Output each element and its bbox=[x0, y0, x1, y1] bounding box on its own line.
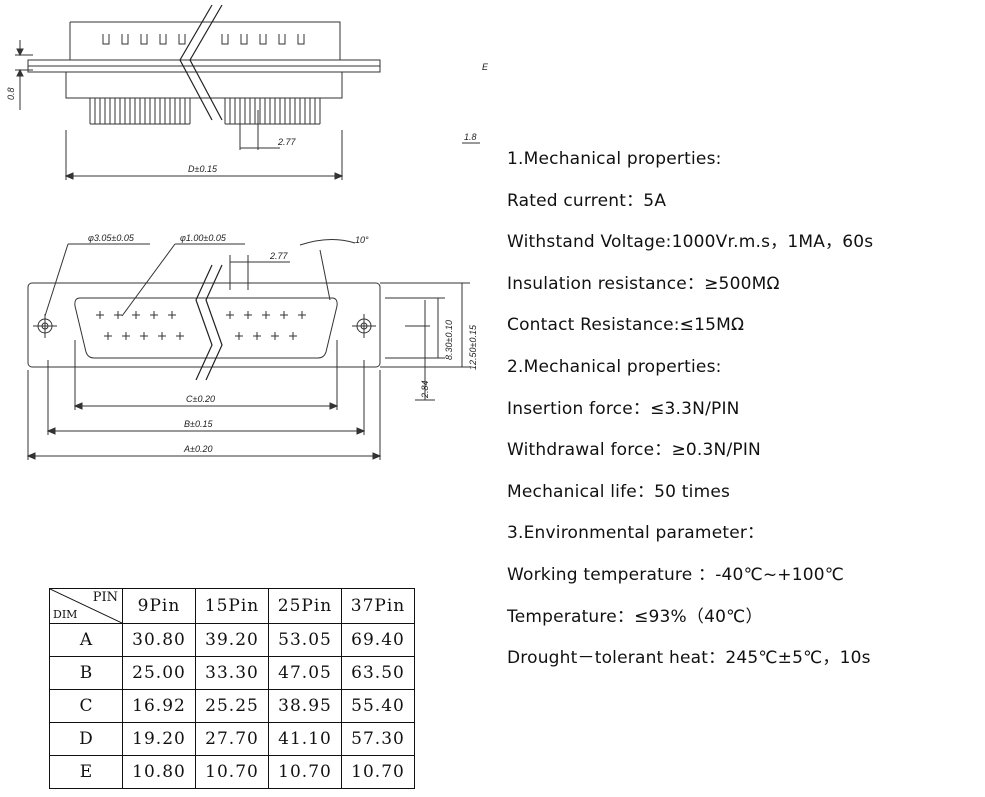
table-row: D 19.20 27.70 41.10 57.30 bbox=[49, 722, 415, 756]
dimension-table: PIN DIM 9Pin 15Pin 25Pin 37Pin A 30.80 3… bbox=[49, 588, 415, 789]
side-view bbox=[15, 4, 480, 180]
corner-diagonal-icon bbox=[50, 589, 122, 623]
spec-heading-2: 2.Mechanical properties: bbox=[507, 356, 722, 377]
table-cell: 39.20 bbox=[195, 623, 269, 657]
spec-mechanical-life: Mechanical life：50 times bbox=[507, 481, 731, 502]
table-cell: 33.30 bbox=[195, 656, 269, 690]
spec-contact-resistance: Contact Resistance:≤15MΩ bbox=[507, 315, 745, 336]
table-cell: 10.70 bbox=[341, 755, 415, 789]
table-row-label: A bbox=[49, 623, 123, 657]
dim-d-label: D±0.15 bbox=[188, 164, 218, 174]
table-cell: 47.05 bbox=[268, 656, 342, 690]
dim-277-side-label: 2.77 bbox=[277, 137, 297, 147]
table-row: A 30.80 39.20 53.05 69.40 bbox=[49, 623, 415, 657]
table-cell: 69.40 bbox=[341, 623, 415, 657]
table-cell: 10.70 bbox=[195, 755, 269, 789]
spec-drought-tolerant-heat: Drought－tolerant heat：245℃±5℃，10s bbox=[507, 648, 871, 669]
spec-temperature: Temperature：≤93%（40℃） bbox=[507, 606, 763, 627]
dim-a-label: A±0.20 bbox=[183, 444, 212, 454]
corner-pin-label: PIN bbox=[92, 590, 118, 605]
spec-insertion-force: Insertion force：≤3.3N/PIN bbox=[507, 398, 740, 419]
height-inner-label: 8.30±0.10 bbox=[444, 320, 454, 360]
hole-dia-label: φ3.05±0.05 bbox=[88, 233, 135, 243]
table-header-37pin: 37Pin bbox=[341, 588, 415, 624]
front-view-pins bbox=[96, 311, 306, 340]
angle-label: 10° bbox=[355, 235, 369, 245]
side-view-pins bbox=[89, 98, 321, 125]
table-cell: 53.05 bbox=[268, 623, 342, 657]
table-cell: 30.80 bbox=[122, 623, 196, 657]
table-header-15pin: 15Pin bbox=[195, 588, 269, 624]
table-cell: 25.25 bbox=[195, 689, 269, 723]
table-cell: 19.20 bbox=[122, 722, 196, 756]
spec-insulation-resistance: Insulation resistance：≥500MΩ bbox=[507, 273, 780, 294]
spec-rated-current: Rated current：5A bbox=[507, 190, 667, 211]
table-row-label: D bbox=[49, 722, 123, 756]
pitch-label: 2.77 bbox=[269, 251, 289, 261]
front-view bbox=[26, 239, 470, 460]
table-corner-cell: PIN DIM bbox=[49, 588, 123, 624]
offset-label: 2.84 bbox=[420, 380, 430, 399]
pin-dia-label: φ1.00±0.05 bbox=[180, 233, 227, 243]
corner-dim-label: DIM bbox=[53, 608, 78, 621]
table-cell: 10.80 bbox=[122, 755, 196, 789]
dim-e-label: E bbox=[482, 62, 489, 72]
table-header-row: PIN DIM 9Pin 15Pin 25Pin 37Pin bbox=[49, 588, 415, 624]
table-cell: 27.70 bbox=[195, 722, 269, 756]
side-view-slots bbox=[102, 34, 305, 45]
table-cell: 41.10 bbox=[268, 722, 342, 756]
table-row: C 16.92 25.25 38.95 55.40 bbox=[49, 689, 415, 723]
table-cell: 57.30 bbox=[341, 722, 415, 756]
table-row-label: B bbox=[49, 656, 123, 690]
spec-heading-3: 3.Environmental parameter： bbox=[507, 523, 765, 544]
dim-b-label: B±0.15 bbox=[184, 419, 213, 429]
table-header-25pin: 25Pin bbox=[268, 588, 342, 624]
table-cell: 55.40 bbox=[341, 689, 415, 723]
dim-c-label: C±0.20 bbox=[186, 394, 215, 404]
table-cell: 16.92 bbox=[122, 689, 196, 723]
table-header-9pin: 9Pin bbox=[122, 588, 196, 624]
table-row-label: C bbox=[49, 689, 123, 723]
table-row: B 25.00 33.30 47.05 63.50 bbox=[49, 656, 415, 690]
spec-working-temperature: Working temperature ：-40℃~+100℃ bbox=[507, 564, 845, 585]
table-row: E 10.80 10.70 10.70 10.70 bbox=[49, 755, 415, 789]
spec-heading-1: 1.Mechanical properties: bbox=[507, 149, 722, 169]
table-cell: 38.95 bbox=[268, 689, 342, 723]
height-outer-label: 12.50±0.15 bbox=[468, 324, 478, 370]
dim-18-label: 1.8 bbox=[464, 132, 477, 142]
table-cell: 63.50 bbox=[341, 656, 415, 690]
dim-08-label: 0.8 bbox=[6, 87, 16, 100]
table-row-label: E bbox=[49, 755, 123, 789]
table-cell: 10.70 bbox=[268, 755, 342, 789]
spec-withdrawal-force: Withdrawal force：≥0.3N/PIN bbox=[507, 440, 761, 461]
table-cell: 25.00 bbox=[122, 656, 196, 690]
spec-list: 1.Mechanical properties: Rated current：5… bbox=[507, 145, 977, 686]
spec-withstand-voltage: Withstand Voltage:1000Vr.m.s，1MA，60s bbox=[507, 232, 874, 253]
